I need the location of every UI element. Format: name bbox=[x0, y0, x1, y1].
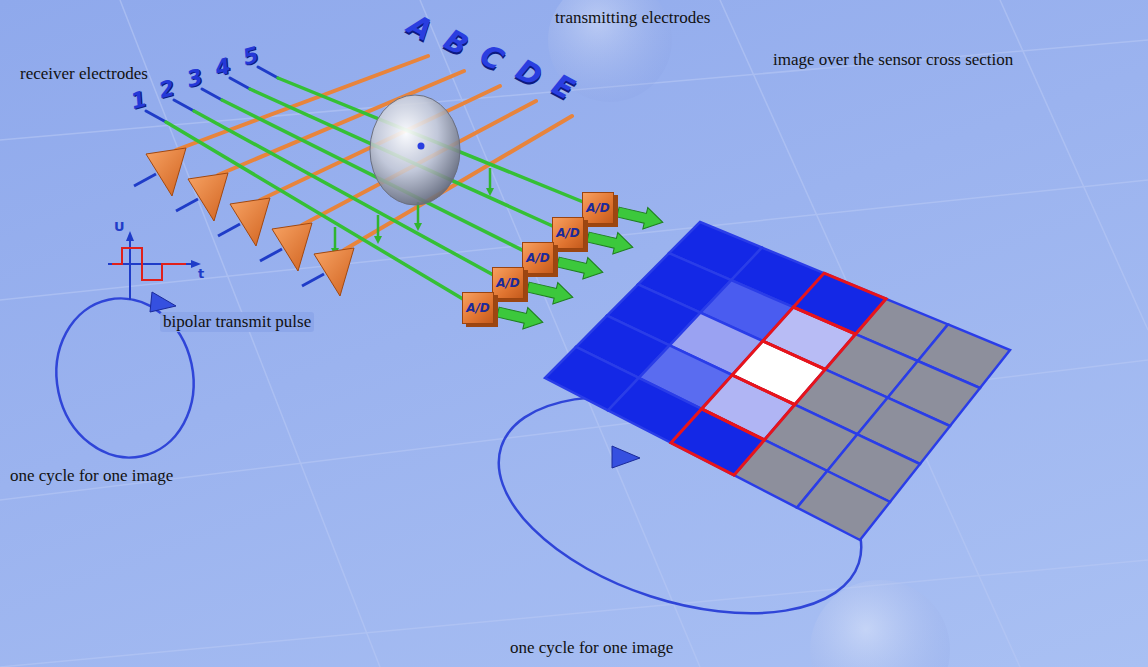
electrode-letter: C bbox=[474, 38, 508, 77]
electrode-number: 3 bbox=[184, 64, 205, 92]
lead-line bbox=[146, 111, 166, 122]
electrode-number: 4 bbox=[212, 53, 233, 81]
axis-label: t bbox=[198, 267, 204, 282]
tile-line bbox=[0, 560, 1148, 667]
electrode-number: 5 bbox=[240, 42, 261, 70]
converter-label: A/D bbox=[493, 276, 523, 290]
amp-input bbox=[218, 224, 240, 236]
lead-line bbox=[202, 89, 222, 100]
image-grid bbox=[545, 222, 1010, 540]
tile-line bbox=[120, 0, 380, 667]
cycle-arrowhead bbox=[612, 446, 640, 468]
highlight-outline bbox=[702, 375, 795, 440]
tile-line bbox=[420, 0, 700, 667]
amplifiers bbox=[134, 148, 354, 296]
highlight-outline bbox=[793, 273, 886, 334]
output-arrow bbox=[616, 201, 666, 233]
amplifier-triangle bbox=[230, 198, 270, 246]
sphere-center bbox=[418, 143, 425, 150]
electrode-number: 1 bbox=[128, 86, 149, 114]
part-label: receiver electrodes bbox=[20, 64, 148, 84]
amp-input bbox=[176, 199, 198, 211]
part-label: transmitting electrodes bbox=[555, 8, 710, 28]
ad-converter: A/D bbox=[492, 267, 524, 299]
axis-label: U bbox=[114, 220, 125, 235]
converter-label: A/D bbox=[583, 201, 613, 215]
electrode-line bbox=[250, 89, 568, 233]
amplifier-triangle bbox=[314, 248, 354, 296]
output-arrow bbox=[586, 226, 636, 258]
field-arrow bbox=[417, 202, 420, 227]
field-arrow bbox=[377, 215, 380, 240]
ad-converter: A/D bbox=[462, 292, 494, 324]
cycle-arrowhead bbox=[150, 292, 176, 312]
lead-line bbox=[258, 67, 278, 78]
ad-converter: A/D bbox=[552, 217, 584, 249]
caption-note: one cycle for one image bbox=[510, 638, 673, 658]
amp-input bbox=[260, 249, 282, 261]
amplifier-triangle bbox=[272, 223, 312, 271]
output-arrow bbox=[496, 301, 546, 333]
field-arrow bbox=[489, 168, 492, 192]
amp-input bbox=[302, 274, 324, 286]
output-arrow bbox=[526, 276, 576, 308]
converter-label: A/D bbox=[553, 226, 583, 240]
amplifier-triangle bbox=[188, 173, 228, 221]
converter-label: A/D bbox=[463, 301, 493, 315]
output-arrow bbox=[556, 251, 606, 283]
lead-line bbox=[174, 100, 194, 111]
field-arrow bbox=[334, 227, 337, 252]
part-label: bipolar transmit pulse bbox=[160, 312, 314, 332]
part-label: image over the sensor cross section bbox=[773, 50, 1013, 70]
converter-label: A/D bbox=[523, 251, 553, 265]
caption-note: one cycle for one image bbox=[10, 466, 173, 486]
background-sphere bbox=[810, 580, 950, 667]
image-pixel bbox=[797, 471, 890, 540]
ad-converter: A/D bbox=[582, 192, 614, 224]
object-sphere bbox=[370, 95, 460, 205]
lead-line bbox=[230, 78, 250, 89]
amp-input bbox=[134, 174, 156, 186]
highlight-outline bbox=[671, 409, 764, 475]
highlight-outline bbox=[763, 307, 856, 369]
pulse-waveform bbox=[112, 248, 186, 280]
tile-line bbox=[1000, 0, 1148, 330]
electrode-letter: D bbox=[510, 53, 547, 94]
orange-electrodes bbox=[176, 56, 572, 250]
amplifier-triangle bbox=[146, 148, 186, 196]
green-electrodes bbox=[166, 78, 598, 308]
highlight-outline bbox=[732, 341, 825, 405]
voltage-axis bbox=[129, 236, 131, 300]
electrode-letter: A bbox=[402, 8, 437, 48]
ad-converter: A/D bbox=[522, 242, 554, 274]
